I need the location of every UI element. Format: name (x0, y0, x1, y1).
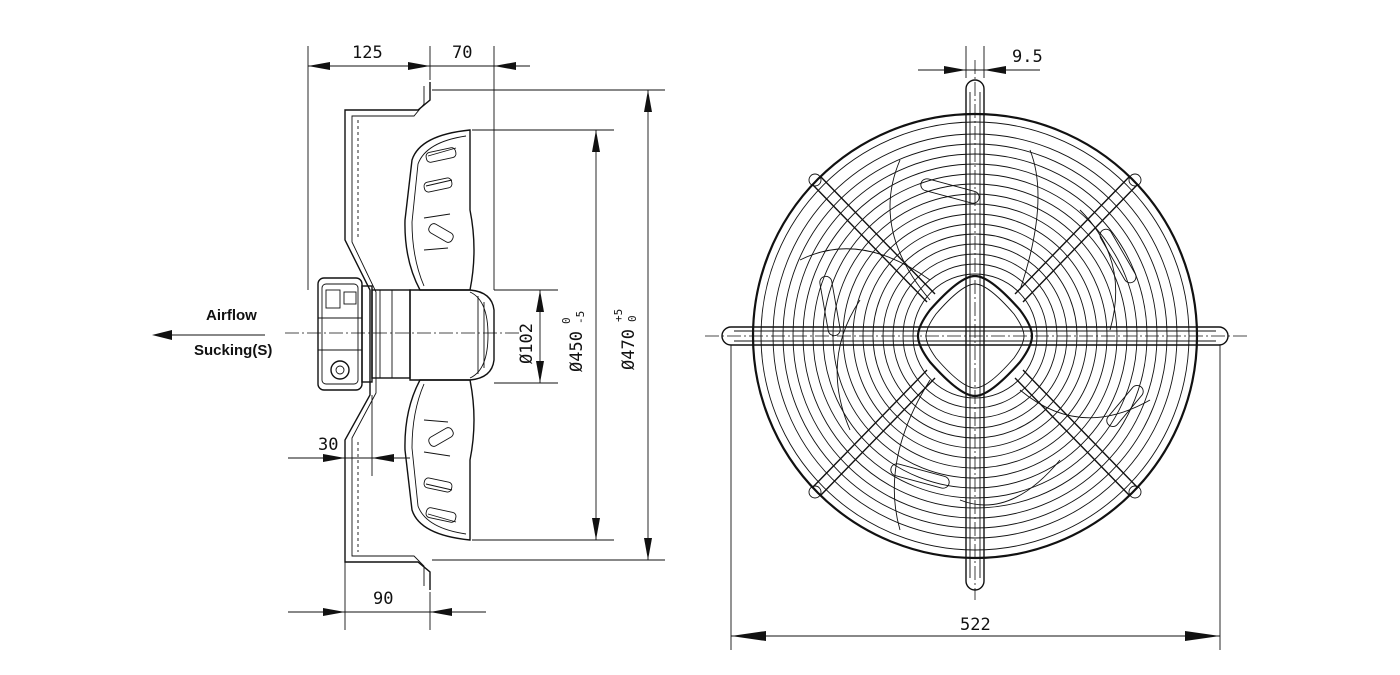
side-motor (317, 277, 411, 391)
dim-blade-tol-upper: 0 (560, 317, 573, 324)
sucking-label: Sucking(S) (194, 342, 272, 359)
side-blade-upper (404, 129, 475, 291)
side-hub (409, 289, 495, 381)
dim-guard-tol-upper: +5 (612, 309, 625, 322)
front-hub (916, 274, 1034, 398)
dim-9-5-text: 9.5 (1012, 47, 1043, 67)
dim-90-text: 90 (373, 589, 393, 609)
side-blade-lower (404, 379, 475, 541)
front-outer-ring-inner (760, 121, 1190, 551)
dim-guard-dia-group: Ø470 +5 0 (612, 309, 639, 370)
side-view (152, 46, 665, 630)
front-hub-inner (925, 283, 1025, 389)
front-mounting-bars (721, 79, 1229, 591)
dim-125-text: 125 (352, 43, 383, 63)
side-flange-inner (351, 86, 425, 586)
dim-blade-dia-text: Ø450 (567, 331, 587, 372)
dim-522-text: 522 (960, 615, 991, 635)
dim-guard-tol-lower: 0 (626, 315, 639, 322)
front-view (705, 46, 1250, 650)
front-blades (799, 149, 1151, 531)
dim-guard-dia-text: Ø470 (619, 329, 639, 370)
dim-30-text: 30 (318, 435, 338, 455)
front-struts (808, 173, 1142, 499)
airflow-arrow-head (152, 330, 172, 340)
front-outer-ring (751, 112, 1199, 560)
dim-blade-dia-group: Ø450 0 -5 (560, 311, 587, 372)
dim-hub-dia-text: Ø102 (517, 323, 537, 364)
airflow-label: Airflow (206, 307, 257, 324)
dim-70-text: 70 (452, 43, 472, 63)
front-guard-rings (772, 133, 1178, 539)
dim-blade-tol-lower: -5 (574, 311, 587, 324)
